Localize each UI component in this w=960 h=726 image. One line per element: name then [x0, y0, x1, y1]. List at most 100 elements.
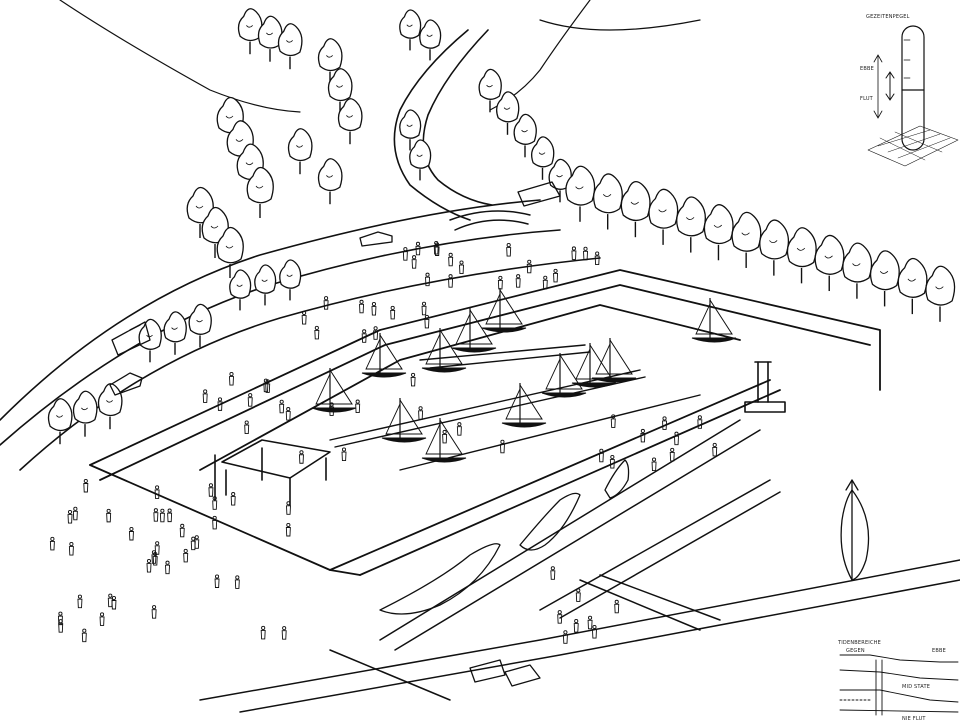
deciduous-tree-icon	[592, 173, 623, 230]
pedestrian-figure-icon	[361, 329, 367, 343]
sailboat-icon	[501, 383, 547, 428]
section-right: EBBE	[932, 648, 946, 654]
deciduous-tree-icon	[409, 139, 432, 181]
tide-gauge-inset	[867, 25, 959, 167]
pedestrian-figure-icon	[433, 240, 439, 255]
deciduous-tree-icon	[869, 250, 900, 307]
vehicles	[109, 181, 561, 687]
pedestrian-figure-icon	[448, 252, 454, 267]
pedestrian-figure-icon	[194, 535, 200, 549]
pedestrian-figure-icon	[583, 246, 588, 261]
pedestrian-figure-icon	[247, 393, 253, 407]
pedestrian-figure-icon	[77, 594, 83, 609]
deciduous-tree-icon	[786, 227, 817, 284]
pedestrian-figure-icon	[359, 299, 365, 314]
pedestrian-figure-icon	[614, 599, 620, 614]
pedestrian-figure-icon	[217, 397, 223, 411]
pedestrian-figure-icon	[285, 522, 291, 537]
sailboat-icon	[541, 353, 587, 398]
harbor-quay	[89, 269, 881, 576]
deciduous-tree-icon	[419, 19, 442, 61]
tide-arrow-icon	[885, 71, 895, 101]
car-icon	[109, 372, 143, 396]
deciduous-tree-icon	[216, 226, 244, 278]
pedestrian-figure-icon	[640, 428, 646, 443]
pedestrian-figure-icon	[106, 508, 112, 523]
pedestrian-figure-icon	[421, 301, 427, 316]
pedestrian-figure-icon	[371, 302, 377, 316]
pedestrian-figure-icon	[281, 626, 287, 640]
pedestrian-figure-icon	[146, 559, 152, 573]
pedestrian-figure-icon	[651, 457, 657, 471]
plaza-sculptures	[379, 459, 630, 615]
deciduous-tree-icon	[337, 98, 363, 145]
deciduous-tree-icon	[513, 113, 537, 158]
deciduous-tree-icon	[565, 165, 596, 222]
pedestrian-figure-icon	[662, 416, 668, 430]
pedestrian-figure-icon	[81, 628, 87, 643]
pedestrian-figure-icon	[592, 624, 597, 639]
deciduous-tree-icon	[478, 68, 502, 113]
pedestrian-figure-icon	[542, 275, 548, 290]
pedestrian-figure-icon	[58, 619, 64, 633]
pedestrian-figure-icon	[183, 548, 189, 563]
pedestrians	[49, 240, 718, 644]
sailboat-icon	[481, 288, 527, 333]
deciduous-tree-icon	[188, 303, 212, 348]
pedestrian-figure-icon	[697, 415, 703, 429]
pier-tower	[744, 361, 786, 413]
sailboat-icon	[691, 298, 737, 343]
pedestrian-figure-icon	[285, 407, 291, 421]
pedestrian-figure-icon	[575, 588, 581, 602]
sailboat-icon	[361, 333, 407, 378]
deciduous-tree-icon	[327, 68, 353, 115]
section-low: NIE FLUT	[902, 716, 926, 722]
deciduous-tree-icon	[246, 166, 274, 218]
pedestrian-figure-icon	[154, 485, 160, 499]
pedestrian-figure-icon	[557, 610, 563, 624]
deciduous-tree-icon	[399, 109, 422, 151]
sail-sculpture-detail	[840, 479, 870, 581]
pedestrian-figure-icon	[553, 268, 559, 283]
pedestrian-figure-icon	[49, 536, 55, 551]
pedestrian-figure-icon	[402, 247, 408, 261]
pedestrian-figure-icon	[609, 455, 615, 469]
pedestrian-figure-icon	[610, 414, 616, 428]
pedestrian-figure-icon	[418, 406, 424, 420]
pedestrian-figure-icon	[107, 593, 113, 608]
pedestrian-figure-icon	[506, 243, 512, 257]
valley-road	[393, 29, 493, 221]
pedestrian-figure-icon	[712, 442, 718, 457]
pedestrian-figure-icon	[153, 508, 159, 522]
deciduous-tree-icon	[72, 390, 98, 437]
pedestrian-figure-icon	[154, 541, 160, 555]
gauge-title: GEZEITENPEGEL	[866, 14, 910, 20]
pedestrian-figure-icon	[208, 483, 214, 497]
pedestrian-figure-icon	[179, 523, 185, 538]
deciduous-tree-icon	[648, 188, 679, 245]
pedestrian-figure-icon	[230, 492, 236, 506]
deciduous-tree-icon	[731, 211, 762, 268]
pedestrian-figure-icon	[314, 325, 320, 340]
pedestrian-figure-icon	[573, 619, 579, 633]
pedestrian-figure-icon	[411, 255, 417, 269]
pedestrian-figure-icon	[128, 526, 134, 541]
pedestrian-figure-icon	[67, 509, 73, 524]
car-icon	[359, 231, 393, 247]
deciduous-tree-icon	[897, 257, 928, 315]
pedestrian-figure-icon	[234, 575, 240, 589]
pedestrian-figure-icon	[674, 431, 679, 446]
deciduous-tree-icon	[620, 180, 651, 238]
pedestrian-figure-icon	[373, 326, 379, 340]
deciduous-tree-icon	[530, 136, 555, 180]
deciduous-tree-icon	[676, 196, 706, 253]
gauge-down-label: FLUT	[860, 96, 873, 102]
deciduous-tree-icon	[237, 8, 263, 55]
pedestrian-figure-icon	[68, 542, 74, 556]
pedestrian-figure-icon	[415, 241, 421, 256]
pedestrian-figure-icon	[212, 515, 218, 530]
pedestrian-figure-icon	[499, 439, 505, 454]
tractor-icon	[469, 659, 541, 687]
pedestrian-figure-icon	[442, 429, 448, 444]
deciduous-tree-icon	[97, 383, 123, 430]
